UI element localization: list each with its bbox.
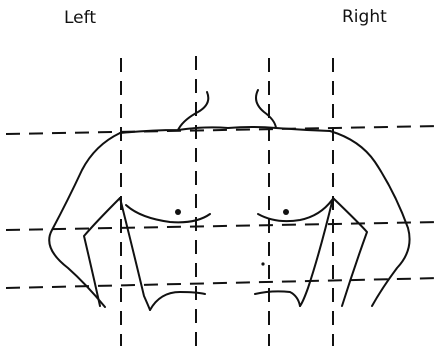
left-side-label: Left: [64, 10, 96, 27]
right-nipple: [283, 209, 289, 215]
right-side-label: Right: [342, 9, 387, 26]
neck-right-line: [256, 90, 276, 128]
right-inner-arm-line: [333, 198, 367, 306]
left-torso-side-line: [120, 198, 150, 310]
left-nipple: [175, 209, 181, 215]
horizontal-grid-lines: [6, 126, 441, 288]
left-pectoral-line: [126, 205, 210, 222]
right-waist-line: [255, 291, 300, 306]
neck-left-line: [178, 92, 208, 130]
left-outer-arm-line: [49, 133, 120, 307]
navel-dot: [261, 262, 264, 265]
grid-line-h2: [6, 222, 441, 230]
grid-line-h3: [6, 278, 441, 288]
